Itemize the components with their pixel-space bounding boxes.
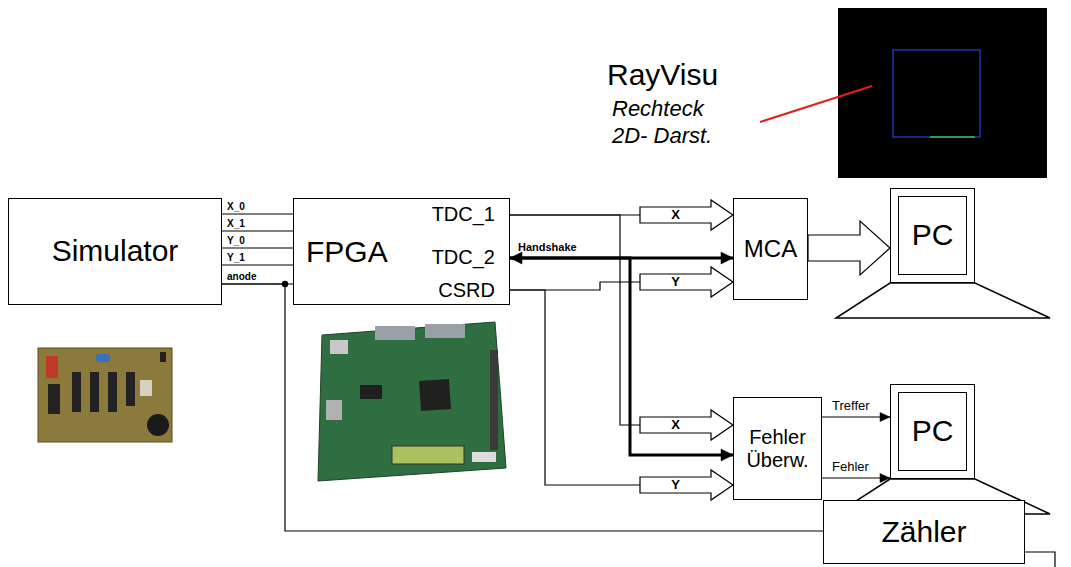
callout-text: Rechteck [612, 97, 704, 121]
node-text: Fehler Überw. [737, 426, 818, 472]
node-text: Zähler [881, 515, 966, 550]
chip [126, 372, 135, 406]
node-text: Simulator [52, 234, 179, 269]
buzzer [147, 414, 169, 436]
wire [222, 284, 823, 531]
connector [808, 221, 890, 275]
connector [222, 284, 823, 531]
monitor-screen: PC [898, 196, 967, 275]
signal-label: Y [671, 275, 680, 289]
block-arrow [640, 470, 733, 500]
fpga-box: FPGA TDC_1TDC_2CSRD [293, 198, 510, 305]
callout-text: 2D- Darst. [612, 124, 712, 148]
arrowhead [880, 474, 890, 483]
leader-line [760, 86, 872, 122]
switch [160, 352, 166, 362]
capacitor [96, 354, 110, 362]
wire [222, 230, 293, 231]
node-text: TDC_2 [432, 246, 495, 269]
fpga-board-photo [318, 322, 506, 481]
connector [222, 265, 293, 266]
trace-highlight [930, 136, 975, 138]
connector [510, 267, 733, 297]
seven-segment [140, 380, 152, 396]
block-arrow [808, 221, 890, 275]
signal-label: Y [671, 478, 680, 492]
arrowhead [721, 449, 733, 461]
block-arrow [640, 200, 733, 230]
chip [108, 372, 117, 412]
node-text: TDC_1 [432, 203, 495, 226]
signal-label: Handshake [518, 241, 577, 253]
lcd-display [392, 446, 464, 464]
dip-switch [46, 356, 58, 378]
signal-label: X [671, 418, 680, 432]
signal-label: X [671, 208, 680, 222]
pcb-board [318, 322, 506, 481]
buttons [472, 452, 496, 462]
block-arrow [640, 267, 733, 297]
simulator-box: Simulator [8, 198, 222, 305]
monitor-base [836, 283, 1050, 318]
arrowhead [880, 413, 890, 422]
connector [222, 231, 293, 232]
chip [360, 385, 382, 399]
chip [72, 372, 81, 412]
connector [222, 248, 293, 249]
wire [510, 258, 733, 455]
signal-label: Fehler [832, 460, 869, 474]
signal-label: X_1 [227, 218, 245, 229]
wire [510, 215, 640, 425]
node-text: PC [912, 414, 954, 449]
connector [822, 474, 890, 483]
wire [222, 213, 293, 214]
connector [510, 258, 733, 461]
chip [48, 384, 60, 414]
pc-monitor: PC [890, 188, 975, 283]
connector [326, 400, 342, 420]
node-text: FPGA [306, 235, 388, 270]
header [490, 350, 498, 450]
pc-monitor: PC [890, 384, 975, 479]
wire [222, 247, 293, 248]
connector [330, 340, 348, 354]
simulator-photo [38, 348, 172, 442]
signal-label: X_0 [227, 201, 245, 212]
wire [222, 264, 293, 265]
rayvisu-screen [838, 8, 1047, 178]
wire [510, 290, 640, 485]
chip [90, 372, 99, 412]
signal-label: anode [227, 271, 256, 282]
signal-label: Y_1 [227, 252, 245, 263]
wire [1025, 552, 1055, 567]
connector [510, 290, 733, 500]
signal-label: Treffer [832, 399, 870, 413]
signal-label: Y_0 [227, 235, 245, 246]
error-monitor-box: Fehler Überw. [733, 397, 822, 500]
fpga-chip [419, 379, 451, 411]
connector [510, 215, 733, 440]
block-arrow [640, 410, 733, 440]
connector [425, 324, 465, 338]
node-text: PC [912, 218, 954, 253]
mca-box: MCA [733, 198, 808, 300]
node-text: MCA [744, 235, 797, 263]
connector [822, 413, 890, 422]
connector [222, 214, 293, 215]
node-text: CSRD [438, 279, 495, 302]
callout-text: RayVisu [607, 58, 718, 91]
screen-image [838, 8, 1047, 178]
monitor-screen: PC [898, 392, 967, 471]
connector [375, 326, 415, 340]
pcb-board [38, 348, 172, 442]
rectangle-trace [893, 50, 980, 137]
arrowhead [721, 252, 733, 264]
counter-box: Zähler [823, 500, 1025, 564]
